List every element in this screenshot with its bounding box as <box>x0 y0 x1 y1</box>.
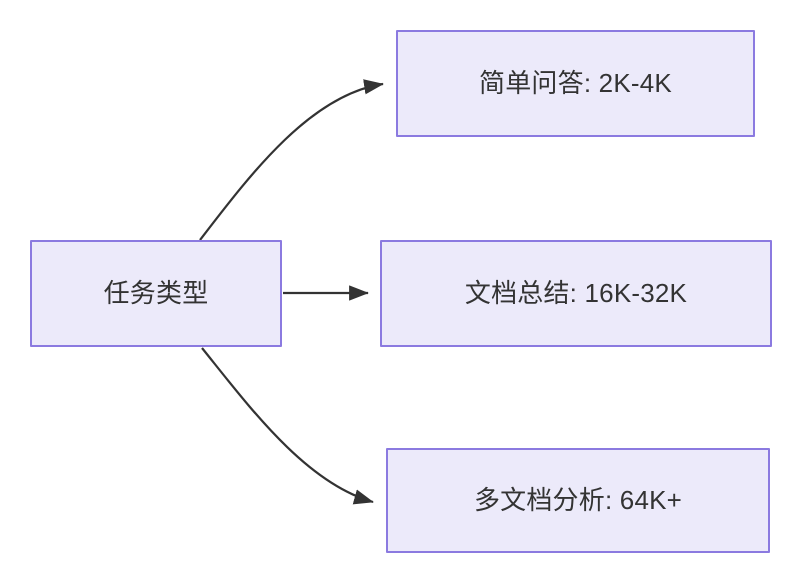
edge-root-to-simple-qa <box>199 79 384 241</box>
node-document-summary[interactable]: 文档总结: 16K-32K <box>380 240 772 347</box>
node-root-task-type[interactable]: 任务类型 <box>30 240 282 347</box>
node-simple-qa[interactable]: 简单问答: 2K-4K <box>396 30 755 137</box>
node-label: 文档总结: 16K-32K <box>464 277 688 308</box>
node-label: 任务类型 <box>103 277 209 308</box>
node-label: 简单问答: 2K-4K <box>479 67 672 98</box>
edge-root-to-multi-doc <box>201 347 374 505</box>
node-multi-document-analysis[interactable]: 多文档分析: 64K+ <box>386 448 770 553</box>
node-label: 多文档分析: 64K+ <box>473 484 683 515</box>
